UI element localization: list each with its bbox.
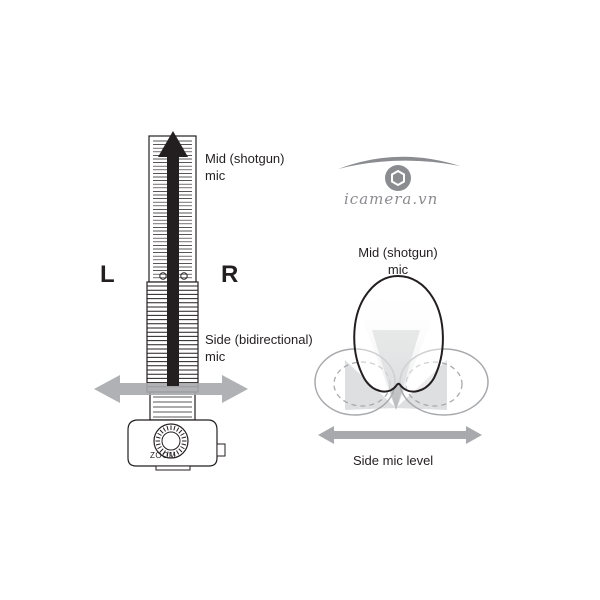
mic-dial-tick: [173, 451, 176, 457]
mic-dial-tick: [162, 427, 166, 432]
mic-brand-text: ZOOM: [150, 451, 176, 460]
mic-dial-tick: [162, 450, 166, 455]
mic-dial-tick: [176, 427, 180, 432]
mic-dial-tick: [180, 446, 185, 450]
mid-axis-arrow-shaft: [167, 154, 179, 386]
side-mic-label-left: Side (bidirectional) mic: [205, 332, 313, 364]
right-channel-label: R: [221, 261, 239, 288]
mic-dial-ticks: [155, 425, 187, 457]
ms-polar-pattern: [314, 274, 489, 444]
side-level-double-arrow: [318, 426, 482, 444]
left-channel-label: L: [100, 261, 115, 288]
mic-dial-tick: [181, 436, 187, 439]
side-lobe-right-outer: [399, 348, 489, 416]
mic-r-marker-icon: [180, 272, 188, 280]
side-lobe-left-inner: [333, 361, 391, 407]
mic-dial-tick: [157, 446, 162, 450]
mic-dial-tick: [159, 429, 164, 434]
mid-pickup-core: [372, 330, 420, 410]
mic-base-connector: [155, 465, 191, 471]
watermark-text: icamera.vn: [344, 190, 439, 208]
mic-dial-tick: [178, 448, 183, 453]
mic-dial-tick: [159, 448, 164, 453]
mic-dial-tick: [178, 429, 183, 434]
side-lobe-right-inner: [405, 361, 463, 407]
mid-pickup-cone: [352, 290, 444, 410]
mic-dial-tick: [180, 432, 185, 436]
mic-dial-tick: [155, 436, 161, 439]
mic-dial-tick: [166, 425, 169, 431]
shotgun-mic-illustration: ZOOM: [94, 131, 248, 471]
mic-dial-tick: [181, 443, 187, 446]
mic-neck: [149, 391, 196, 421]
mic-neck-ribs: [153, 396, 192, 418]
mid-mic-label-left: Mid (shotgun) mic: [205, 151, 285, 183]
hexagon-camera-lens-icon: [385, 165, 411, 191]
side-level-label: Side mic level: [353, 453, 434, 468]
mic-dial-tick: [155, 443, 161, 446]
mid-axis-arrow-head: [158, 131, 188, 157]
mic-dial-tick: [176, 450, 180, 455]
mid-mic-label-right: Mid (shotgun) mic: [358, 245, 438, 277]
mic-dial-tick: [166, 451, 169, 457]
watermark-logo: [338, 156, 460, 191]
mic-dial-tick: [157, 432, 162, 436]
mic-dial-center: [161, 431, 181, 451]
lens-hexagon-icon: [391, 169, 405, 187]
right-pickup-cone: [396, 360, 447, 410]
mic-dial-tick: [173, 425, 176, 431]
mid-polar-lobe: [353, 274, 444, 393]
side-axis-double-arrow: [94, 375, 248, 403]
mic-side-jack: [216, 443, 226, 457]
mic-l-marker-icon: [159, 272, 167, 280]
watermark-swoosh: [338, 156, 460, 169]
